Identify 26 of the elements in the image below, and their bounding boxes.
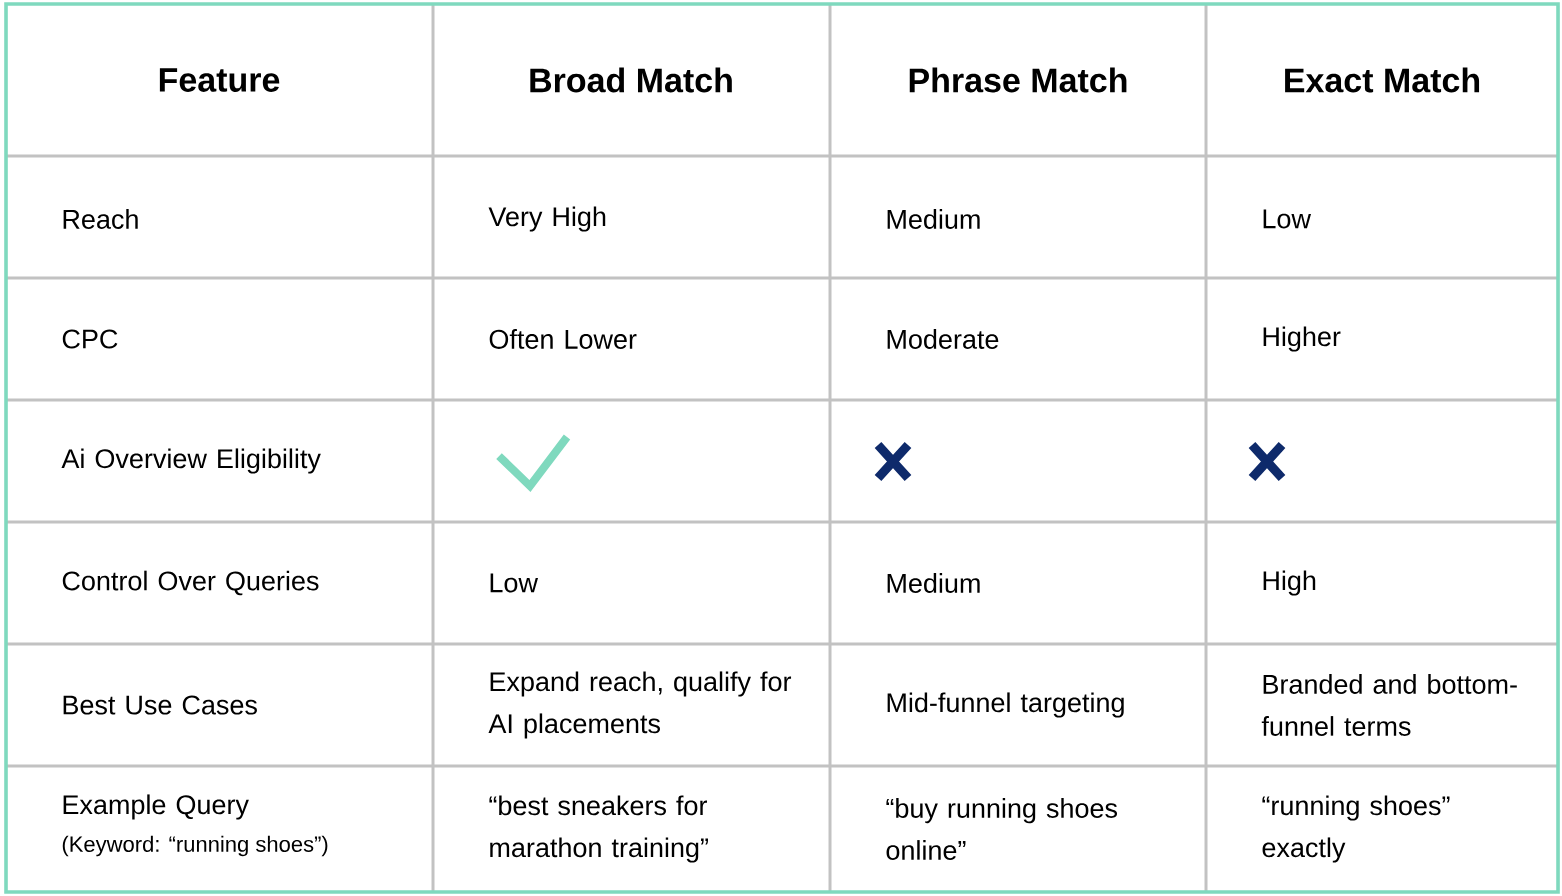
cell-text: Very High	[488, 206, 606, 232]
cell-text: Example Query	[63, 794, 249, 820]
cell-text: Control Over Queries	[62, 570, 319, 596]
cell-text: “buy running shoes online”	[886, 798, 1117, 860]
cell-text: Mid-funnel targeting	[887, 692, 1124, 718]
cell-text: Best Use Cases	[63, 695, 257, 715]
cell-text: Expand reach, qualify for AI placements	[488, 671, 792, 739]
header-text: Phrase Match	[909, 67, 1127, 93]
header-text: Broad Match	[530, 67, 732, 93]
cell-text: “running shoes” exactly	[1262, 795, 1450, 863]
header-text: Feature	[159, 68, 280, 92]
cell-text: High	[1263, 570, 1316, 596]
header-text: Exact Match	[1285, 67, 1480, 93]
cell-text: Moderate	[887, 329, 999, 349]
cell-text: “best sneakers for marathon training”	[489, 795, 708, 863]
cell-text: Often Lower	[489, 329, 637, 349]
cell-text: Higher	[1263, 326, 1341, 352]
cell-text: Ai Overview Eligibility	[61, 448, 321, 474]
cell-text: CPC	[62, 329, 118, 349]
cell-text: Branded and bottom-funnel terms	[1261, 674, 1517, 736]
cell-text: Low	[1263, 209, 1311, 229]
cell-text: Low	[490, 573, 538, 593]
cell-text: Medium	[887, 573, 980, 593]
cell-text: Medium	[887, 209, 980, 229]
cell-note: (Keyword: “running shoes”)	[62, 835, 328, 857]
cell-text: Reach	[63, 209, 138, 229]
